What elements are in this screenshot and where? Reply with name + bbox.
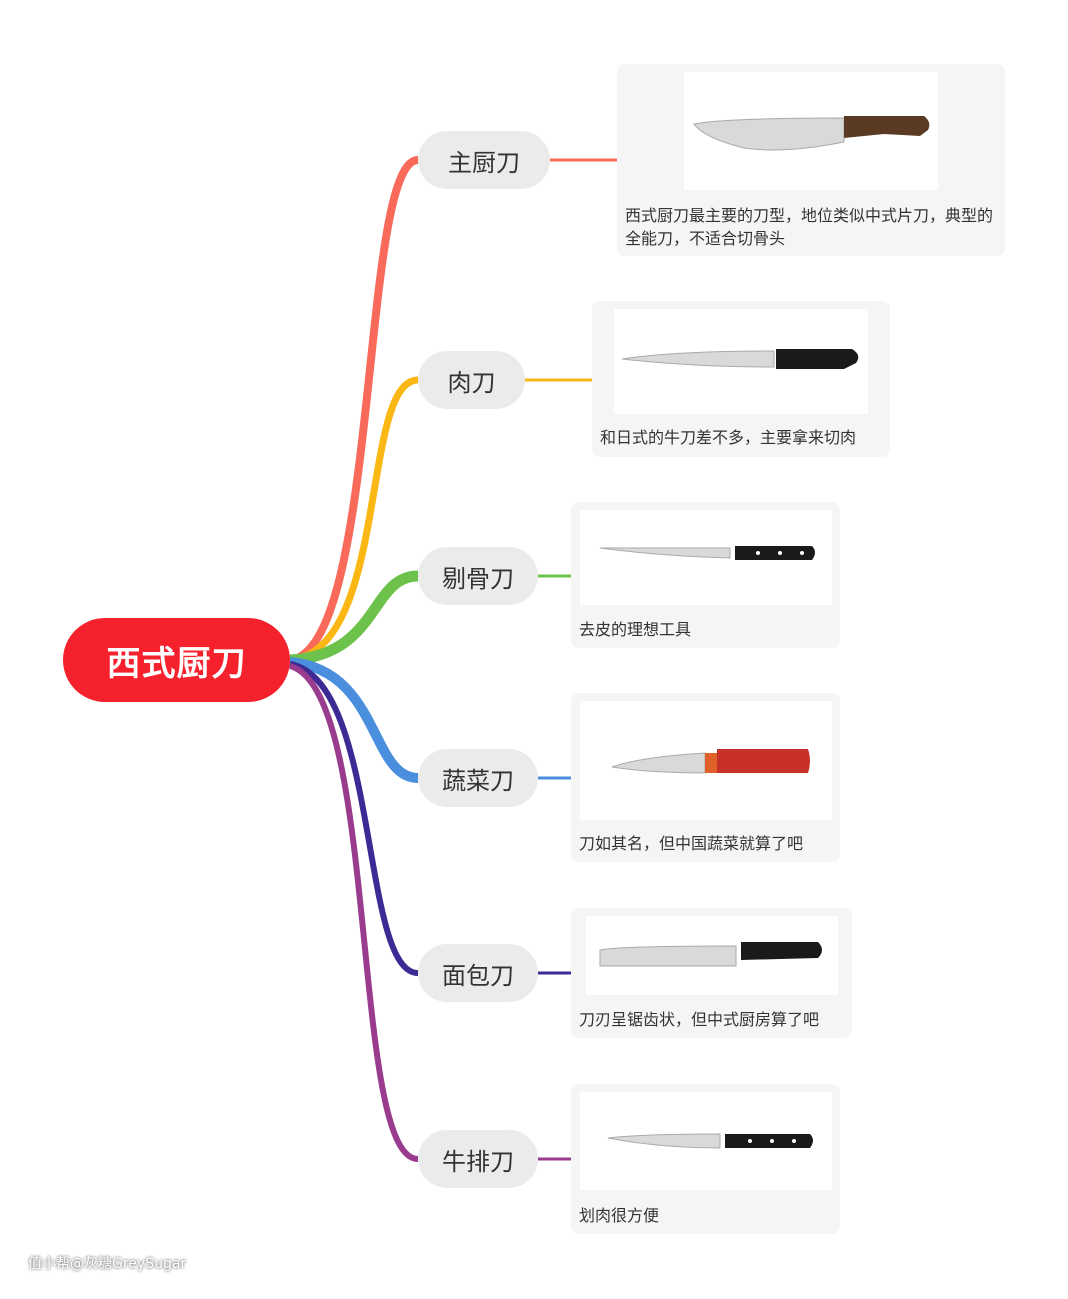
- node-vegetable-knife[interactable]: 蔬菜刀: [418, 749, 538, 807]
- note-card-meat: 和日式的牛刀差不多，主要拿来切肉: [592, 301, 890, 457]
- carving-knife-image: [614, 309, 868, 414]
- note-text: 西式厨刀最主要的刀型，地位类似中式片刀，典型的全能刀，不适合切骨头: [625, 206, 994, 248]
- steak-knife-image: [580, 1092, 832, 1190]
- chef-knife-image: [684, 72, 938, 190]
- link-boning: [289, 570, 419, 666]
- note-card-steak: 划肉很方便: [571, 1084, 840, 1234]
- node-steak-knife[interactable]: 牛排刀: [418, 1130, 538, 1188]
- note-text: 和日式的牛刀差不多，主要拿来切肉: [600, 428, 857, 447]
- node-chef-knife[interactable]: 主厨刀: [418, 131, 550, 189]
- link-chef: [289, 156, 420, 664]
- note-text: 去皮的理想工具: [579, 620, 692, 639]
- link-meat: [289, 376, 419, 664]
- note-card-vegetable: 刀如其名，但中国蔬菜就算了吧: [571, 693, 840, 862]
- note-card-chef: 西式厨刀最主要的刀型，地位类似中式片刀，典型的全能刀，不适合切骨头: [617, 64, 1005, 256]
- vegetable-knife-image: [580, 701, 832, 820]
- bread-knife-image: [586, 916, 838, 995]
- note-card-boning: 去皮的理想工具: [571, 502, 840, 648]
- node-meat-knife[interactable]: 肉刀: [418, 351, 525, 409]
- note-text: 刀刃呈锯齿状，但中式厨房算了吧: [579, 1010, 820, 1029]
- boning-knife-image: [580, 510, 832, 605]
- node-bread-knife[interactable]: 面包刀: [418, 944, 538, 1002]
- note-text: 刀如其名，但中国蔬菜就算了吧: [579, 834, 804, 853]
- link-steak: [288, 663, 419, 1162]
- root-node[interactable]: 西式厨刀: [63, 618, 290, 702]
- link-veg: [289, 657, 419, 783]
- watermark: 值小帮@灰糖GreySugar: [28, 1256, 187, 1272]
- link-bread: [289, 661, 419, 976]
- note-text: 划肉很方便: [579, 1206, 660, 1225]
- note-card-bread: 刀刃呈锯齿状，但中式厨房算了吧: [571, 908, 852, 1038]
- node-boning-knife[interactable]: 剔骨刀: [418, 547, 538, 605]
